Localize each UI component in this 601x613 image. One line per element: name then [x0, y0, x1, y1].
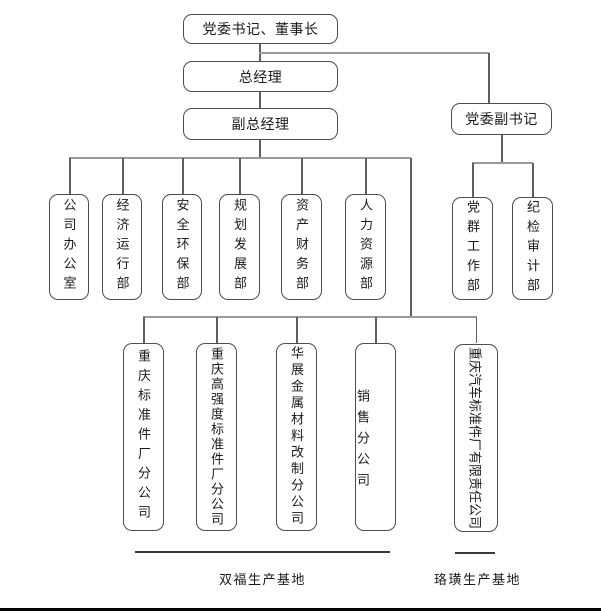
node-party-mass-work-dept: 党群工作部 — [452, 197, 493, 300]
connector-deputy-secretary-trunk — [501, 135, 503, 163]
connector-drop-sub-4 — [375, 317, 377, 343]
node-cq-high-strength-branch-label: 重庆高强度标准件厂分公司 — [209, 347, 224, 527]
node-cq-auto-standard-parts-co: 重庆汽车标准件厂有限责任公司 — [454, 344, 498, 532]
node-safety-environment-dept-label: 安全环保部 — [174, 198, 190, 296]
node-huazhan-metal-branch-label: 华展金属材料改制分公司 — [289, 346, 304, 528]
luohuang-base-underline — [455, 552, 495, 554]
node-cq-auto-standard-parts-co-label: 重庆汽车标准件厂有限责任公司 — [467, 346, 483, 530]
connector-branch-right — [259, 52, 489, 54]
connector-trunk-subsidiaries — [410, 158, 412, 317]
connector-party-rail — [472, 162, 533, 164]
connector-drop-dept-6 — [365, 158, 367, 195]
connector-gm-dgm — [259, 92, 261, 108]
connector-drop-dept-1 — [69, 158, 71, 195]
node-human-resources-dept: 人力资源部 — [345, 194, 386, 300]
node-discipline-audit-dept-label: 纪检审计部 — [525, 199, 540, 298]
connector-drop-party-1 — [472, 163, 474, 197]
connector-drop-sub-5 — [475, 317, 477, 343]
connector-drop-party-2 — [532, 163, 534, 197]
connector-dgm-trunk — [259, 140, 261, 158]
node-human-resources-dept-label: 人力资源部 — [358, 198, 373, 296]
node-deputy-general-manager-label: 副总经理 — [231, 116, 290, 132]
page-bottom-rule — [0, 608, 601, 611]
node-discipline-audit-dept: 纪检审计部 — [512, 197, 553, 300]
node-party-secretary-chairman-label: 党委书记、董事长 — [202, 21, 319, 37]
connector-drop-dept-2 — [122, 158, 124, 195]
node-economic-operation-dept: 经济运行部 — [102, 194, 142, 300]
connector-drop-dept-3 — [182, 158, 184, 195]
node-huazhan-metal-branch: 华展金属材料改制分公司 — [276, 343, 317, 531]
node-planning-development-dept-label: 规划发展部 — [232, 198, 247, 296]
node-safety-environment-dept: 安全环保部 — [162, 194, 202, 300]
node-cq-standard-parts-branch: 重庆标准件厂分公司 — [123, 343, 164, 531]
node-cq-standard-parts-branch-label: 重庆标准件厂分公司 — [136, 349, 151, 525]
node-general-manager-label: 总经理 — [238, 68, 283, 85]
luohuang-base-label: 珞璜生产基地 — [433, 572, 521, 587]
node-cq-high-strength-branch: 重庆高强度标准件厂分公司 — [196, 343, 237, 531]
node-sales-branch-label: 销售分公司 — [355, 389, 370, 494]
node-deputy-party-secretary-label: 党委副书记 — [465, 111, 538, 127]
node-sales-branch: 销售分公司 — [355, 343, 396, 531]
connector-subsidiary-rail — [143, 316, 477, 318]
connector-drop-sub-3 — [296, 317, 298, 343]
node-deputy-party-secretary: 党委副书记 — [451, 103, 552, 135]
node-company-office: 公司办公室 — [49, 194, 89, 300]
node-party-mass-work-dept-label: 党群工作部 — [465, 199, 480, 298]
connector-drop-sub-1 — [143, 317, 145, 343]
node-company-office-label: 公司办公室 — [61, 198, 77, 296]
node-general-manager: 总经理 — [183, 61, 338, 92]
connector-drop-dept-4 — [239, 158, 241, 195]
node-deputy-general-manager: 副总经理 — [183, 108, 338, 140]
node-planning-development-dept: 规划发展部 — [219, 194, 260, 300]
connector-drop-deputy-party-secretary — [488, 53, 490, 103]
node-asset-finance-dept-label: 资产财务部 — [294, 198, 309, 296]
connector-drop-sub-2 — [216, 317, 218, 343]
shuangfu-base-label: 双福生产基地 — [218, 572, 306, 587]
shuangfu-base-underline — [135, 551, 390, 553]
node-economic-operation-dept-label: 经济运行部 — [114, 198, 130, 296]
node-party-secretary-chairman: 党委书记、董事长 — [183, 14, 338, 44]
connector-drop-dept-5 — [301, 158, 303, 195]
node-asset-finance-dept: 资产财务部 — [281, 194, 322, 300]
